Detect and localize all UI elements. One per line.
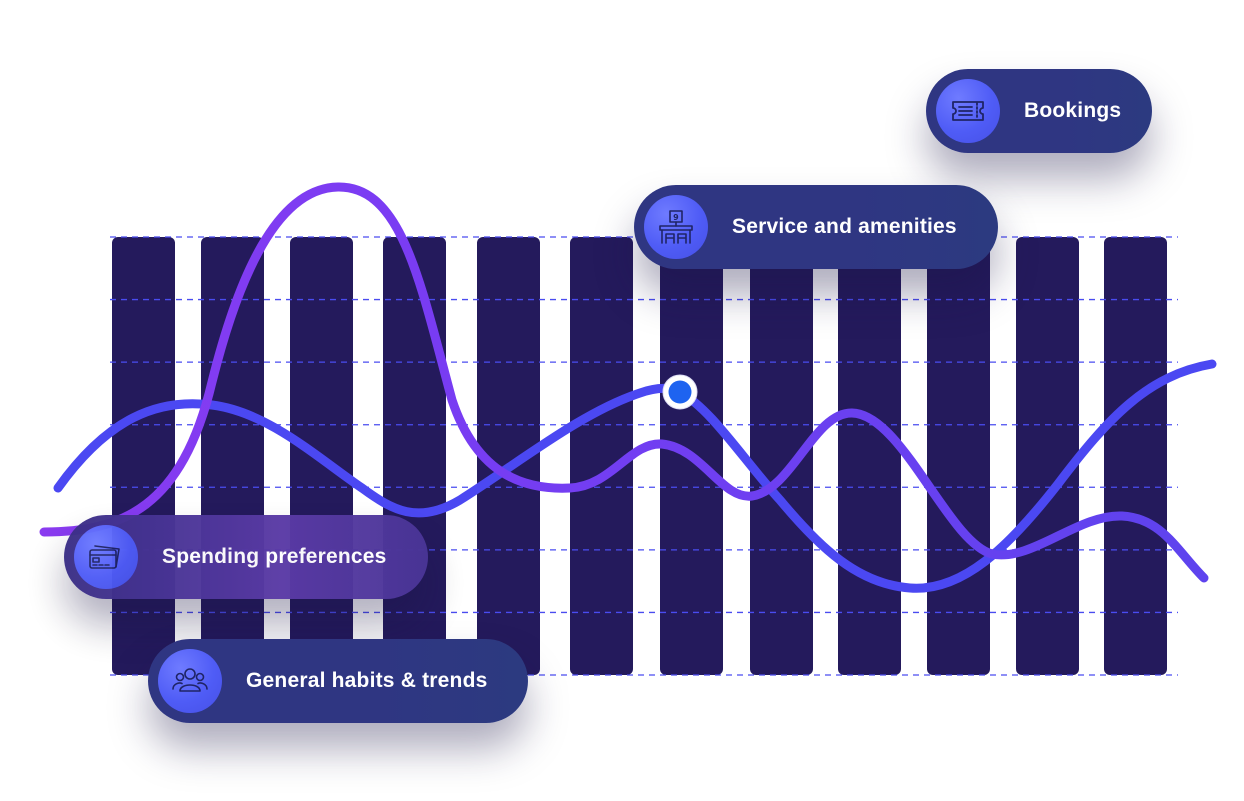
label-bookings: Bookings <box>926 69 1152 153</box>
people-group-icon <box>158 649 222 713</box>
violet-trend-line <box>39 182 1209 583</box>
bars-group <box>112 237 1167 675</box>
bar <box>750 237 813 675</box>
bar <box>112 237 175 675</box>
label-service-text: Service and amenities <box>732 215 957 238</box>
hotel-room-icon: 9 <box>644 195 708 259</box>
bar <box>383 237 446 675</box>
bar <box>570 237 633 675</box>
hotel-room-number: 9 <box>673 213 679 222</box>
label-general-habits: General habits & trends <box>148 639 528 723</box>
ticket-icon <box>936 79 1000 143</box>
bar <box>838 237 901 675</box>
label-service-amenities: 9 Service and amenities <box>634 185 998 269</box>
label-bookings-text: Bookings <box>1024 99 1122 122</box>
label-spending-preferences: Spending preferences <box>64 515 428 599</box>
label-habits-text: General habits & trends <box>246 669 488 692</box>
bar <box>927 237 990 675</box>
bar <box>1016 237 1079 675</box>
bar <box>1104 237 1167 675</box>
label-spending-text: Spending preferences <box>162 545 387 568</box>
credit-cards-icon <box>74 525 138 589</box>
bar <box>477 237 540 675</box>
highlight-marker <box>662 374 698 410</box>
